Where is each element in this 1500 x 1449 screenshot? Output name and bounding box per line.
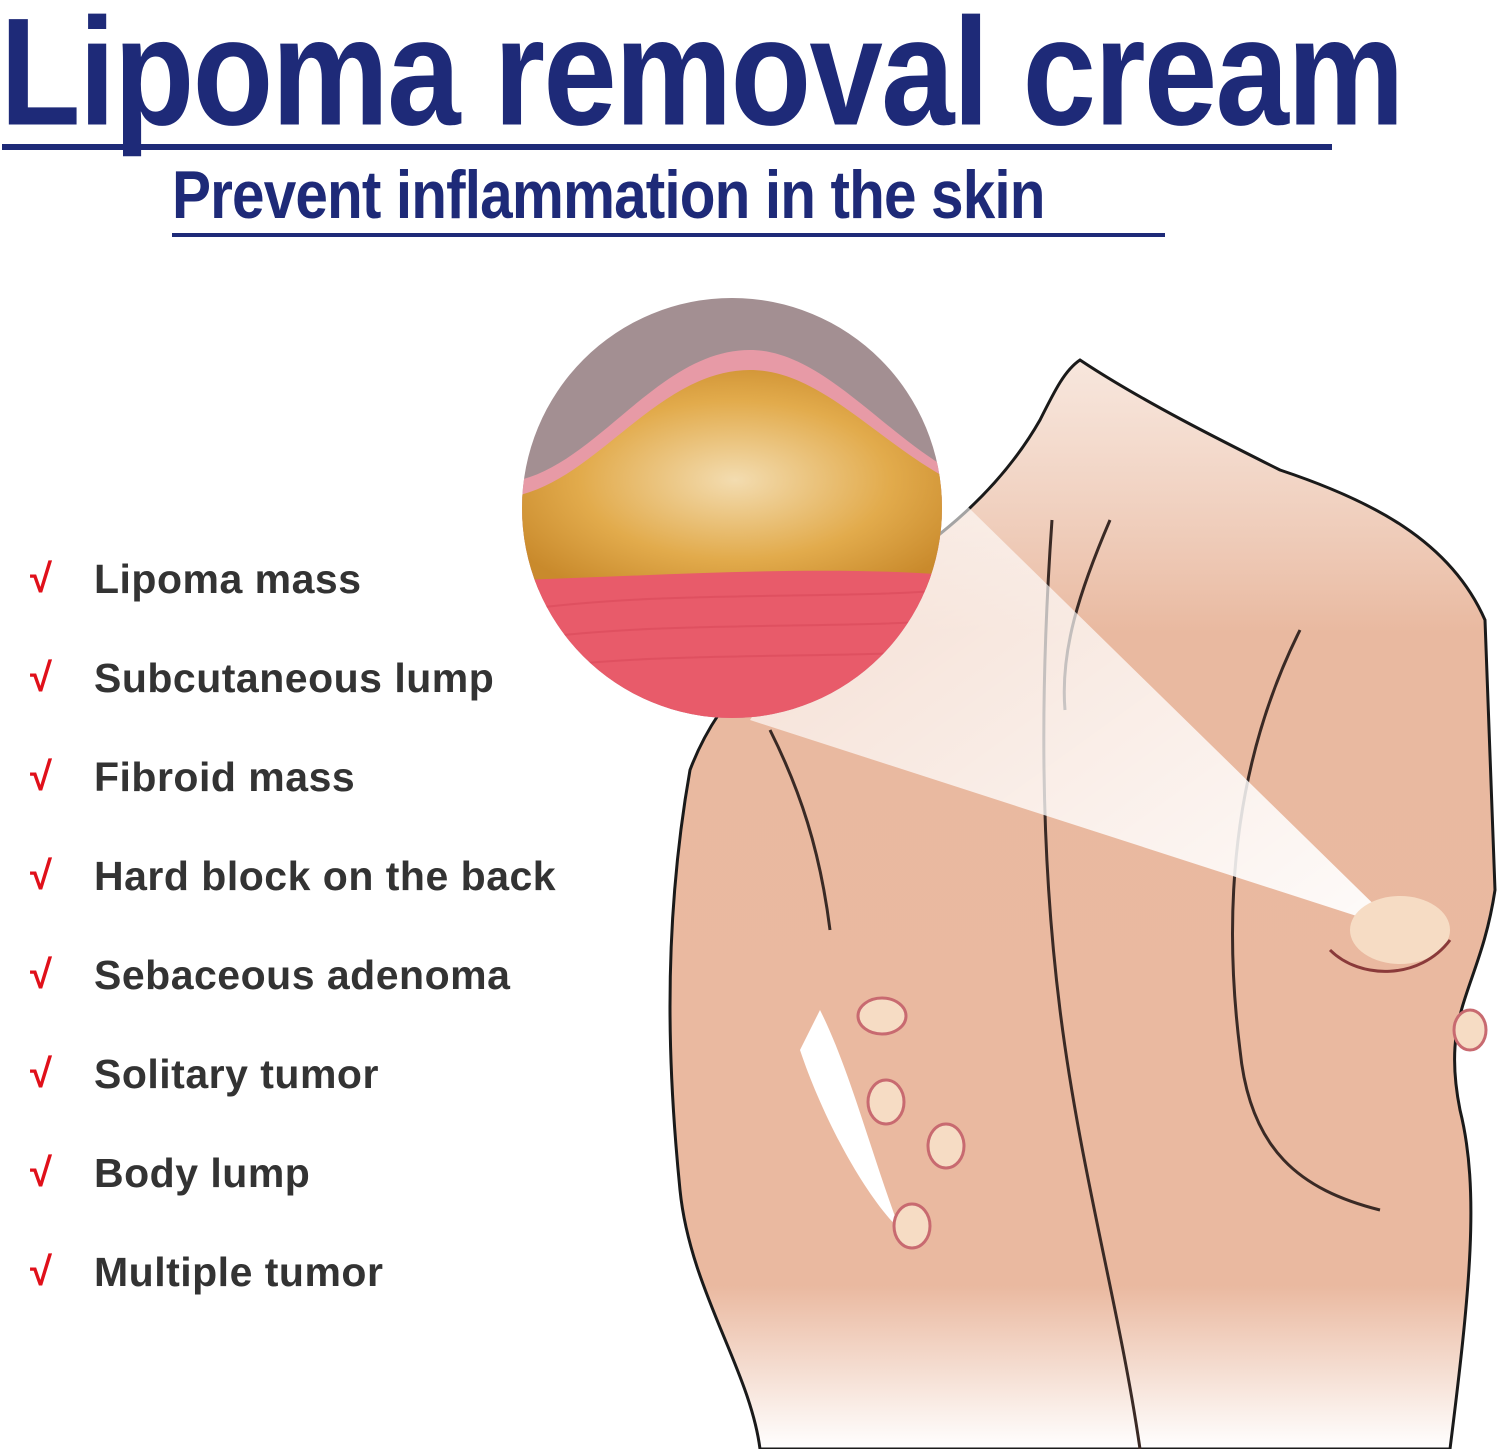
subtitle-underline [172, 233, 1165, 237]
symptom-list: √ Lipoma mass √ Subcutaneous lump √ Fibr… [30, 552, 630, 1344]
list-item: √ Lipoma mass [30, 552, 630, 651]
symptom-label: Lipoma mass [94, 556, 362, 602]
symptom-label: Solitary tumor [94, 1051, 379, 1097]
symptom-label: Multiple tumor [94, 1249, 384, 1295]
list-item: √ Fibroid mass [30, 750, 630, 849]
check-icon: √ [30, 1052, 52, 1096]
check-icon: √ [30, 755, 52, 799]
symptom-label: Hard block on the back [94, 853, 557, 899]
check-icon: √ [30, 1151, 52, 1195]
list-item: √ Body lump [30, 1146, 630, 1245]
symptom-label: Body lump [94, 1150, 311, 1196]
list-item: √ Subcutaneous lump [30, 651, 630, 750]
list-item: √ Multiple tumor [30, 1245, 630, 1344]
symptom-label: Fibroid mass [94, 754, 356, 800]
check-icon: √ [30, 854, 52, 898]
symptom-label: Sebaceous adenoma [94, 952, 511, 998]
lipoma-cross-section [522, 298, 942, 718]
check-icon: √ [30, 656, 52, 700]
title-underline [2, 144, 1332, 150]
back-illustration-svg [522, 298, 1497, 1449]
list-item: √ Solitary tumor [30, 1047, 630, 1146]
page-title: Lipoma removal cream [0, 0, 1405, 158]
lumps [856, 896, 1488, 1250]
page-subtitle: Prevent inflammation in the skin [172, 157, 1045, 233]
back-illustration [520, 290, 1500, 1449]
check-icon: √ [30, 953, 52, 997]
list-item: √ Sebaceous adenoma [30, 948, 630, 1047]
list-item: √ Hard block on the back [30, 849, 630, 948]
check-icon: √ [30, 557, 52, 601]
check-icon: √ [30, 1250, 52, 1294]
symptom-label: Subcutaneous lump [94, 655, 495, 701]
